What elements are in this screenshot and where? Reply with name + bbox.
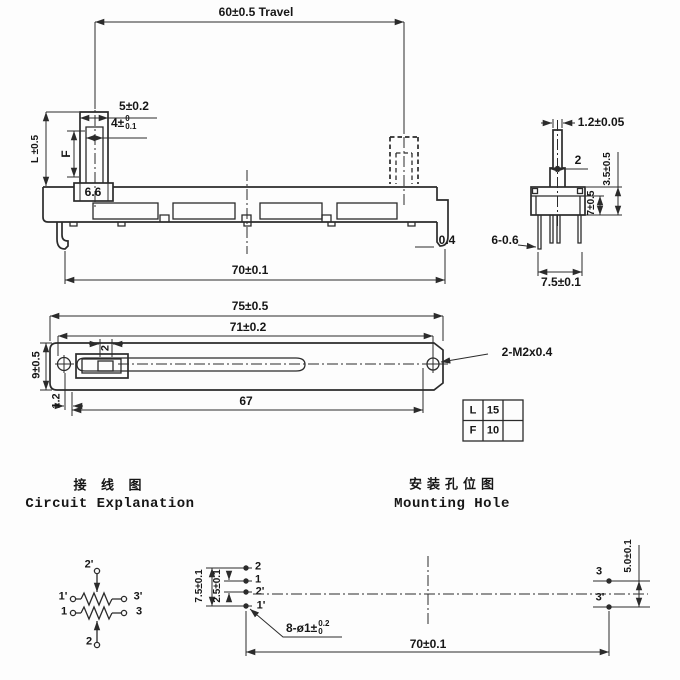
mount-hole-3-label: 3 — [595, 565, 603, 578]
spec-table-cell: 10 — [486, 424, 500, 437]
dim-screw-pitch-label: 71±0.2 — [229, 320, 267, 334]
dim-lever-height-label: 3.5±0.5 — [602, 152, 613, 186]
dim-travel-label: 60±0.5 Travel — [218, 5, 294, 19]
dim-bracket-thickness-label: 0.4 — [438, 233, 456, 247]
dim-overall-length-label: 75±0.5 — [231, 299, 269, 313]
dim-knob-cap-label: 5±0.2 — [119, 99, 149, 113]
circuit-diagram — [69, 567, 128, 649]
terminal-3-label: 3 — [135, 605, 143, 618]
spec-table-cell: 15 — [486, 404, 500, 417]
terminal-3p-label: 3' — [133, 590, 143, 603]
dim-screw-thread-label: 2-M2x0.4 — [501, 345, 553, 359]
dim-body-height-label: 7±0.5 — [586, 190, 597, 216]
dim-body-width-label: 9±0.5 — [30, 351, 43, 379]
mount-hole-3p-label: 3' — [595, 591, 605, 604]
mount-pitch-label: 2.5±0.1 — [212, 569, 223, 603]
mount-hole-1p-label: 1' — [256, 599, 266, 612]
terminal-1-label: 1 — [60, 605, 68, 618]
front-view-drawing — [42, 18, 449, 284]
terminal-2p-label: 2' — [84, 558, 94, 571]
terminal-1p-label: 1' — [58, 590, 68, 603]
plan-view-drawing — [40, 312, 489, 416]
circuit-title-cn: 接 线 图 — [73, 478, 147, 494]
dim-knob-rib-label: 2 — [99, 344, 112, 352]
mount-row-span-label: 7.5±0.1 — [194, 569, 205, 603]
dim-terminals-note-label: 6-0.6 — [491, 233, 519, 247]
dim-mounting-pitch-label: 70±0.1 — [231, 263, 269, 277]
dim-lever-width-label: 2 — [574, 153, 582, 167]
spec-table-cell: L — [469, 404, 477, 417]
mount-hole-1-label: 1 — [254, 573, 262, 586]
dim-l-label: L ±0.5 — [30, 134, 41, 164]
dim-base-width-label: 6.6 — [84, 185, 102, 199]
dim-lever-thickness-label: 1.2±0.05 — [577, 115, 625, 129]
dim-hole-offset-label: 1.2 — [50, 393, 63, 409]
circuit-title-en: Circuit Explanation — [25, 496, 195, 512]
mount-hole-pitch-label: 70±0.1 — [409, 637, 447, 651]
mounting-title-cn: 安装孔位图 — [408, 477, 500, 493]
mounting-hole-diagram — [206, 545, 650, 656]
mounting-title-en: Mounting Hole — [394, 496, 510, 512]
dim-slot-length-label: 67 — [239, 394, 253, 408]
spec-table-cell: F — [469, 424, 477, 437]
side-view-drawing — [517, 119, 622, 276]
dim-terminal-span-label: 7.5±0.1 — [541, 275, 581, 289]
spec-table-grid — [462, 399, 524, 442]
terminal-2-label: 2 — [85, 635, 93, 648]
dim-f-label: F — [59, 150, 73, 158]
mount-hole-2p-label: 2' — [255, 585, 265, 598]
mount-hole-2-label: 2 — [254, 560, 262, 573]
mount-side-pitch-label: 5.0±0.1 — [623, 539, 634, 573]
